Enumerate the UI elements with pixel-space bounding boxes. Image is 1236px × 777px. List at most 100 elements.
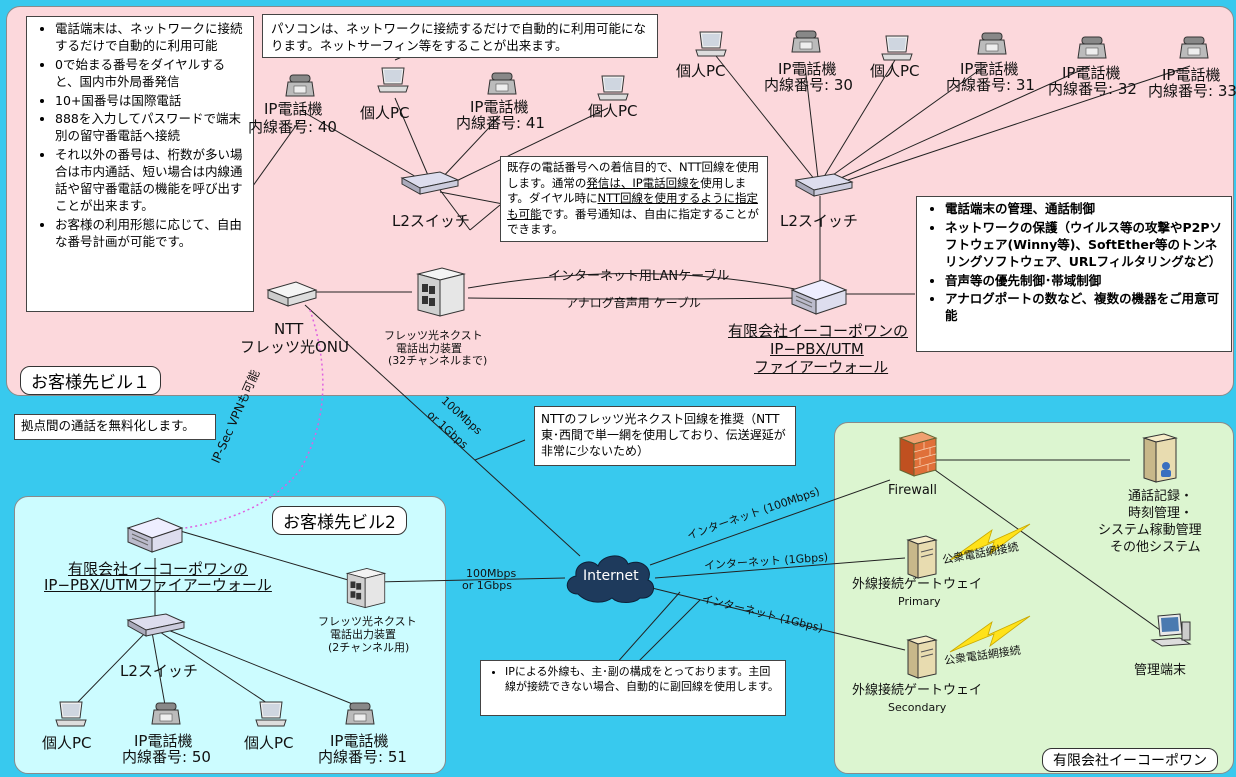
switch-label: L2スイッチ	[392, 212, 470, 230]
phone-rules-list: 電話端末は、ネットワークに接続するだけで自動的に利用可能0で始まる番号をダイヤル…	[33, 21, 247, 250]
incoming-note-t1: 既存の電話番号への着信目的で、NTT回線を使用します。通常の	[507, 160, 759, 190]
building1-label: お客様先ビル１	[20, 366, 161, 395]
extension-label: 内線番号: 41	[456, 114, 545, 132]
pbx-appliance-icon	[126, 517, 184, 553]
pbx-features-item: 電話端末の管理、通話制御	[945, 201, 1225, 218]
flets-device-label-2: 電話出力装置	[330, 628, 396, 641]
ip-phone-label: IP電話機	[778, 60, 837, 78]
onu-label-1: NTT	[274, 320, 304, 338]
pbx-features-item: ネットワークの保護（ウイルス等の攻撃やP2Pソフトウェア(Winny等)、Sof…	[945, 220, 1225, 271]
firewall-icon	[898, 431, 938, 477]
laptop-icon	[55, 701, 87, 727]
admin-terminal-icon	[1150, 613, 1192, 647]
pbx1-label-3: ファイアーウォール	[754, 358, 889, 376]
building2-zone	[14, 496, 446, 774]
switch-label: L2スイッチ	[780, 212, 858, 230]
pbx-features-list: 電話端末の管理、通話制御ネットワークの保護（ウイルス等の攻撃やP2Pソフトウェア…	[923, 201, 1225, 325]
switch-icon	[126, 613, 186, 637]
building2-label: お客様先ビル2	[272, 506, 407, 535]
firewall-label: Firewall	[888, 483, 938, 498]
internet-cloud-icon	[566, 555, 655, 603]
pbx1-label-1: 有限会社イーコーポワンの	[728, 322, 909, 340]
incoming-note-t1u: 発信は、IP電話回線を	[586, 175, 701, 190]
pc-note-callout: パソコンは、ネットワークに接続するだけで自動的に利用可能になります。ネットサーフ…	[262, 14, 658, 58]
gateway-server-icon	[906, 635, 938, 679]
switch-label: L2スイッチ	[120, 662, 198, 680]
ip-phone-label: IP電話機	[470, 98, 529, 116]
lan-cable-label: インターネット用LANケーブル	[548, 269, 730, 284]
gateway-secondary-label-1: 外線接続ゲートウェイ	[852, 683, 983, 698]
pc-label: 個人PC	[870, 62, 920, 80]
incoming-note-callout: 既存の電話番号への着信目的で、NTT回線を使用します。通常の発信は、IP電話回線…	[500, 156, 768, 242]
ipline-note-text: IPによる外線も、主･副の構成をとっております。主回線が接続できない場合、自動的…	[505, 665, 779, 695]
free-calls-callout: 拠点間の通話を無料化します。	[14, 414, 216, 440]
pbx-appliance-icon	[790, 279, 848, 315]
ip-phone-label: IP電話機	[134, 732, 193, 750]
pbx-features-item: アナログポートの数など、複数の機器をご用意可能	[945, 291, 1225, 325]
ip-phone-icon	[977, 32, 1007, 55]
server-label-1: 通話記録・	[1128, 489, 1194, 504]
admin-terminal-label: 管理端末	[1134, 663, 1187, 678]
pc-note-text: パソコンは、ネットワークに接続するだけで自動的に利用可能になります。ネットサーフ…	[271, 21, 647, 53]
pbx2-label-1: 有限会社イーコーポワンの	[68, 560, 249, 578]
laptop-icon	[881, 35, 913, 61]
phone-rules-item: 888を入力してパスワードで端末別の留守番電話へ接続	[55, 111, 247, 145]
company-zone	[834, 422, 1234, 774]
pbx1-label-2: IP−PBX/UTM	[770, 340, 864, 358]
pbx-features-item: 音声等の優先制御･帯域制御	[945, 273, 1225, 290]
flets-note-text: NTTのフレッツ光ネクスト回線を推奨（NTT東･西間で単一網を使用しており、伝送…	[541, 412, 786, 459]
ip-phone-label: IP電話機	[264, 100, 323, 118]
extension-label: 内線番号: 31	[946, 76, 1035, 94]
gateway-primary-label-2: Primary	[898, 595, 941, 608]
pc-label: 個人PC	[244, 734, 294, 752]
flets-device-label-3: (32チャンネルまで)	[388, 354, 488, 367]
switch-icon	[794, 173, 854, 197]
incoming-note-t3: です。番号通知は、自由に指定することができます。	[507, 206, 759, 237]
ip-phone-icon	[791, 30, 821, 53]
laptop-icon	[255, 701, 287, 727]
incoming-note-t2u: NTT回線を使用するように指定も可能	[507, 191, 758, 221]
pbx-features-callout: 電話端末の管理、通話制御ネットワークの保護（ウイルス等の攻撃やP2Pソフトウェア…	[916, 196, 1232, 352]
flets-device-label-1: フレッツ光ネクスト	[318, 615, 417, 628]
extension-label: 内線番号: 40	[248, 118, 337, 136]
flets-note-callout: NTTのフレッツ光ネクスト回線を推奨（NTT東･西間で単一網を使用しており、伝送…	[534, 406, 796, 466]
internet-label: Internet	[583, 568, 639, 584]
pc-label: 個人PC	[360, 104, 410, 122]
laptop-icon	[597, 75, 629, 101]
speed-label-1: 100Mbps	[466, 567, 517, 580]
onu-icon	[266, 281, 318, 307]
extension-label: 内線番号: 33	[1148, 82, 1236, 100]
speed-label-2: or 1Gbps	[462, 579, 512, 592]
flets-device-icon	[416, 267, 466, 317]
ip-phone-icon	[151, 702, 181, 725]
phone-rules-callout: 電話端末は、ネットワークに接続するだけで自動的に利用可能0で始まる番号をダイヤル…	[26, 16, 254, 312]
gateway-server-icon	[906, 535, 938, 579]
incoming-note-t2: 使用します。ダイヤル時に	[507, 175, 747, 206]
flets-device-icon	[345, 568, 387, 609]
flets-device-label-2: 電話出力装置	[396, 342, 462, 355]
ip-phone-label: IP電話機	[1162, 66, 1221, 84]
gateway-secondary-label-2: Secondary	[888, 701, 947, 714]
ip-phone-label: IP電話機	[960, 60, 1019, 78]
phone-rules-item: お客様の利用形態に応じて、自由な番号計画が可能です。	[55, 217, 247, 251]
phone-rules-item: 電話端末は、ネットワークに接続するだけで自動的に利用可能	[55, 21, 247, 55]
pc-label: 個人PC	[588, 102, 638, 120]
analog-cable-label: アナログ音声用 ケーブル	[566, 296, 701, 310]
server-label-4: その他システム	[1110, 540, 1201, 555]
ip-phone-label: IP電話機	[330, 732, 389, 750]
server-label-3: システム稼動管理	[1098, 523, 1202, 538]
free-calls-text: 拠点間の通話を無料化します。	[21, 418, 195, 433]
ip-phone-icon	[487, 72, 517, 95]
ip-phone-icon	[1179, 36, 1209, 59]
flets-device-label-1: フレッツ光ネクスト	[384, 329, 483, 342]
phone-rules-item: 10+国番号は国際電話	[55, 93, 247, 110]
extension-label: 内線番号: 32	[1048, 80, 1137, 98]
switch-icon	[400, 171, 460, 195]
onu-label-2: フレッツ光ONU	[240, 338, 350, 356]
laptop-icon	[377, 67, 409, 93]
ip-phone-icon	[1077, 36, 1107, 59]
pc-label: 個人PC	[676, 62, 726, 80]
ipline-note-callout: IPによる外線も、主･副の構成をとっております。主回線が接続できない場合、自動的…	[480, 660, 786, 716]
system-server-icon	[1142, 433, 1178, 483]
